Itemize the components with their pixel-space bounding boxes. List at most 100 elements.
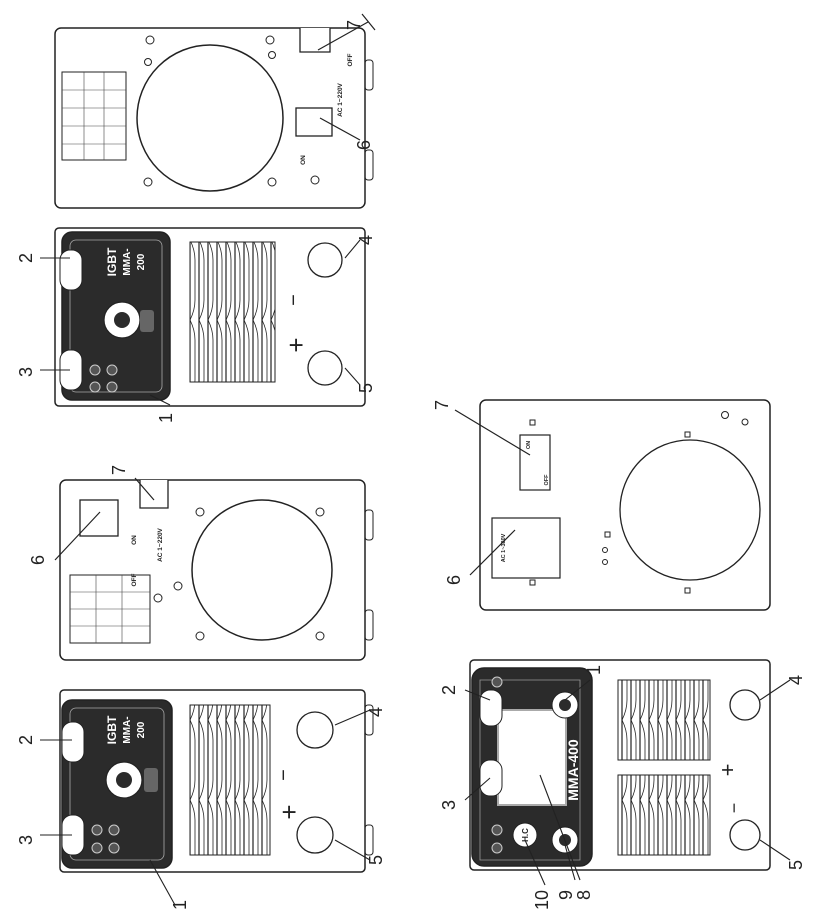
rating-plate bbox=[61, 71, 127, 161]
callout-5: 5 bbox=[786, 860, 806, 870]
callout-7: 7 bbox=[432, 400, 452, 410]
on-label: ON bbox=[300, 155, 307, 165]
foot bbox=[364, 59, 374, 91]
callout-1: 1 bbox=[584, 665, 604, 675]
power-label: AC 1~220V bbox=[157, 527, 164, 561]
mma200-back-b: ON OFF AC 1~220V 6 7 bbox=[28, 465, 374, 661]
mma200-front-a: IGBT MMA- 200 − + 2 3 4 5 1 bbox=[16, 227, 376, 423]
indicator bbox=[89, 364, 101, 376]
vent-louvers bbox=[189, 704, 271, 856]
indicator bbox=[108, 842, 120, 854]
callout-8: 8 bbox=[574, 890, 594, 900]
cable-notch bbox=[299, 28, 331, 53]
callout-3: 3 bbox=[16, 367, 36, 377]
mma400-front: H.C MMA-400 + − 2 3 1 4 5 8 9 10 bbox=[439, 659, 806, 910]
screw-hole bbox=[145, 35, 155, 45]
hc-label: H.C bbox=[521, 828, 530, 842]
rating-plate bbox=[491, 517, 561, 579]
on-label: ON bbox=[131, 535, 138, 545]
screw-hole bbox=[315, 631, 325, 641]
indicator bbox=[89, 381, 101, 393]
callout-5: 5 bbox=[356, 383, 376, 393]
plus-sign: + bbox=[274, 804, 304, 819]
negative-terminal bbox=[296, 711, 334, 749]
svg-text:AC 1~220V: AC 1~220V bbox=[337, 82, 344, 116]
cable-port bbox=[479, 689, 503, 727]
off-label: OFF bbox=[131, 573, 138, 586]
callout-6: 6 bbox=[28, 555, 48, 565]
rating-plate bbox=[69, 574, 151, 644]
mma200-front-b: IGBT MMA- 200 − + 2 3 4 5 1 bbox=[16, 689, 386, 910]
cable-port bbox=[61, 721, 85, 763]
positive-terminal bbox=[307, 350, 343, 386]
callout-1: 1 bbox=[170, 900, 190, 910]
negative-terminal bbox=[729, 689, 761, 721]
model-label: MMA- bbox=[122, 248, 133, 275]
ground-screw bbox=[310, 175, 320, 185]
display-window bbox=[497, 709, 567, 806]
ground-screw bbox=[153, 593, 163, 603]
callout-10: 10 bbox=[532, 890, 552, 910]
off-label: OFF bbox=[347, 53, 354, 66]
back-plate bbox=[54, 27, 366, 209]
minus-sign: − bbox=[724, 803, 744, 814]
svg-text:OFF: OFF bbox=[347, 53, 354, 66]
screw-hole bbox=[267, 177, 277, 187]
cable-port bbox=[479, 759, 503, 797]
callout-3: 3 bbox=[16, 835, 36, 845]
mma200-back-a: OFF AC 1~220V ON 7 6 bbox=[54, 13, 376, 209]
foot bbox=[364, 149, 374, 181]
fan-opening bbox=[136, 44, 284, 192]
callout-3: 3 bbox=[439, 800, 459, 810]
fan-opening bbox=[191, 499, 333, 641]
brand-label: IGBT bbox=[105, 715, 119, 744]
power-label: AC 1~380V bbox=[501, 533, 507, 562]
brand-label: IGBT bbox=[105, 247, 119, 276]
vent-louvers bbox=[617, 679, 711, 761]
screw-hole bbox=[173, 581, 183, 591]
plus-sign: + bbox=[281, 337, 311, 352]
positive-terminal bbox=[296, 816, 334, 854]
callout-9: 9 bbox=[556, 890, 576, 900]
power-switch bbox=[519, 434, 551, 491]
callout-7: 7 bbox=[344, 20, 364, 30]
negative-terminal bbox=[307, 242, 343, 278]
callout-6: 6 bbox=[444, 575, 464, 585]
indicator bbox=[491, 676, 503, 688]
power-switch bbox=[295, 107, 333, 137]
indicator bbox=[106, 364, 118, 376]
minus-sign: − bbox=[273, 769, 295, 781]
model-label: MMA-400 bbox=[565, 739, 581, 801]
callout-4: 4 bbox=[786, 675, 806, 685]
vent-louvers bbox=[617, 774, 711, 856]
foot bbox=[364, 609, 374, 641]
ground-screw bbox=[721, 411, 729, 419]
power-switch bbox=[79, 499, 119, 537]
callout-5: 5 bbox=[366, 855, 386, 865]
fan-opening bbox=[619, 439, 761, 581]
indicator bbox=[91, 824, 103, 836]
screw-hole bbox=[143, 177, 153, 187]
hc-button bbox=[512, 822, 538, 848]
screw-hole bbox=[265, 35, 275, 45]
cable-port bbox=[59, 249, 83, 291]
callout-4: 4 bbox=[356, 235, 376, 245]
model-number: 200 bbox=[136, 253, 147, 270]
callout-2: 2 bbox=[16, 253, 36, 263]
callout-2: 2 bbox=[16, 735, 36, 745]
scale-badge bbox=[140, 310, 154, 332]
on-label: ON bbox=[526, 441, 532, 449]
foot bbox=[364, 509, 374, 541]
power-label: AC 1~220V bbox=[337, 82, 344, 116]
mma400-back: ON OFF AC 1~380V 7 6 bbox=[432, 399, 771, 611]
vent-louvers bbox=[189, 241, 276, 383]
minus-sign: − bbox=[283, 294, 305, 306]
screw-hole bbox=[315, 507, 325, 517]
positive-terminal bbox=[729, 819, 761, 851]
callout-1: 1 bbox=[156, 413, 176, 423]
callout-4: 4 bbox=[366, 707, 386, 717]
indicator bbox=[491, 824, 503, 836]
callout-2: 2 bbox=[439, 685, 459, 695]
screw-hole bbox=[195, 507, 205, 517]
